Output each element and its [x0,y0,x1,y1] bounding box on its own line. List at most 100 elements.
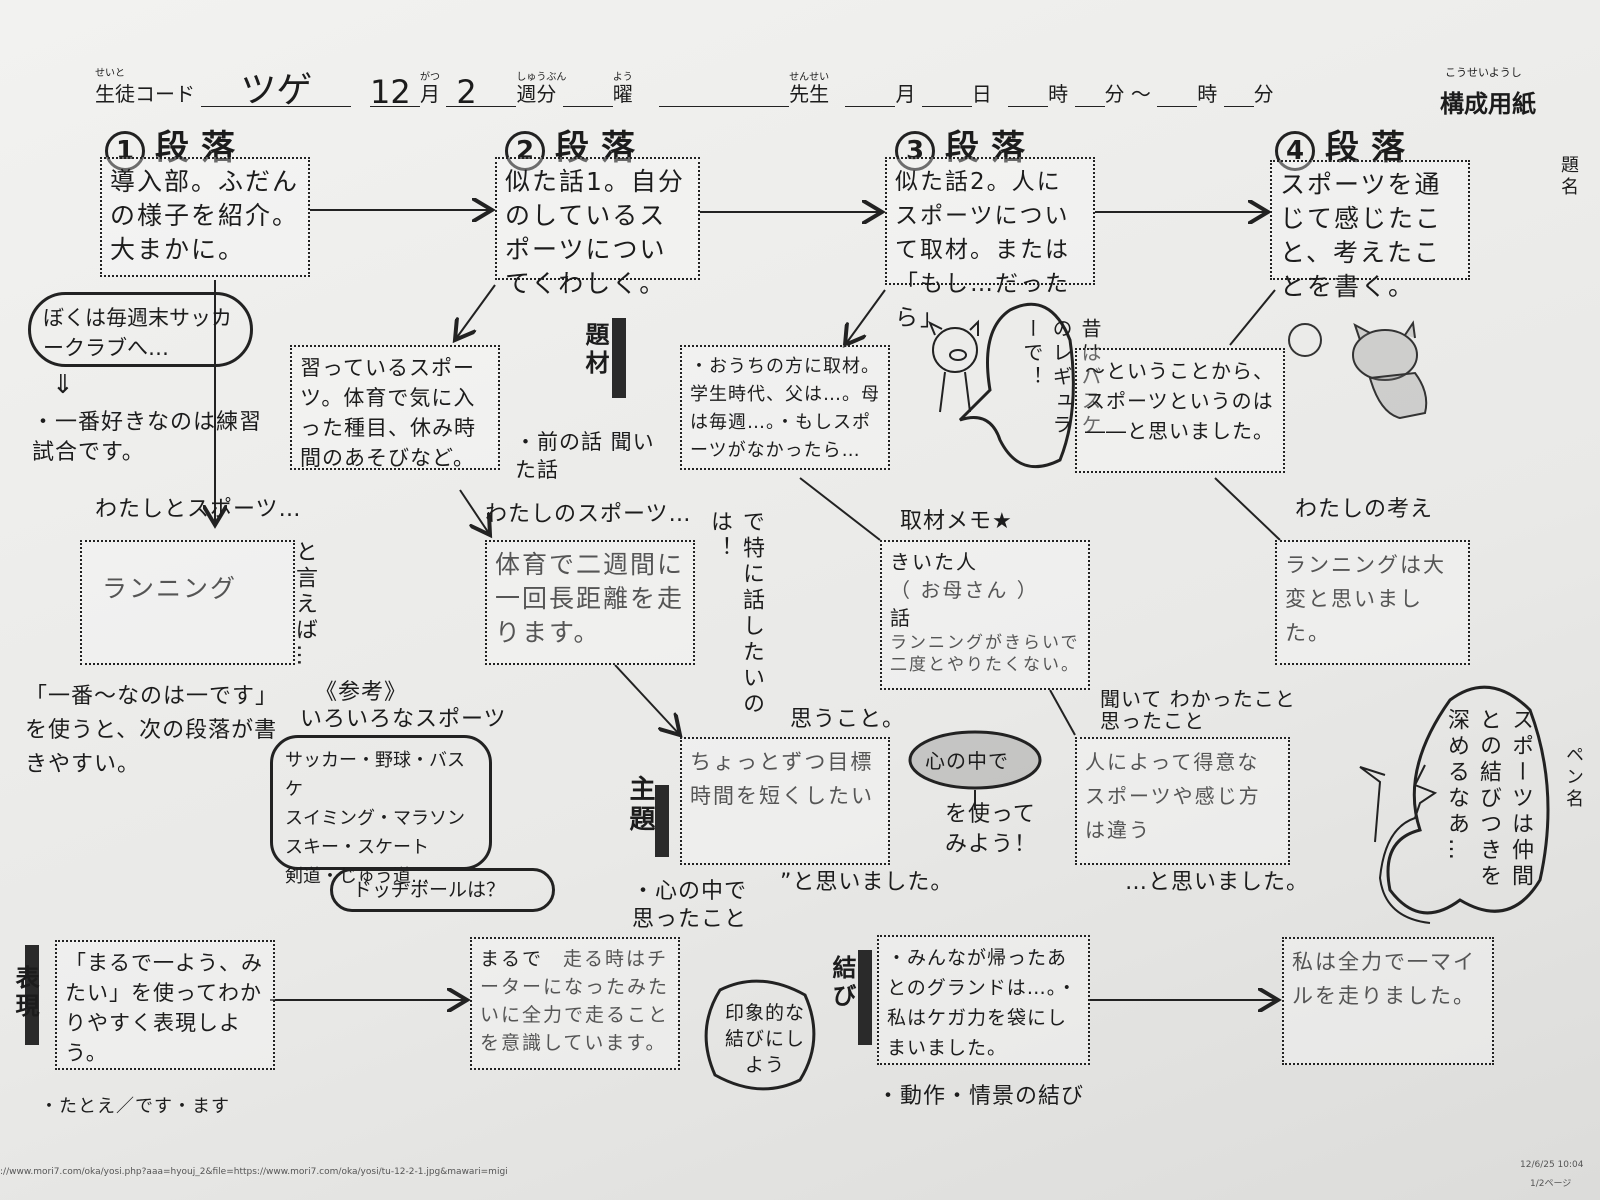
answer: 走る時はチーターになったみたいに全力で走ることを意識しています。 [480,948,670,1054]
example-note-2: ・前の話 聞いた話 [515,430,655,482]
paragraph-3-box: 似た話2。人にスポーツについて取材。または「もし…だったら」 [885,157,1095,331]
heard-answer-box[interactable]: 人によって得意なスポーツや感じ方は違う [1075,737,1290,865]
sheet-title-ruby: こうせいようし [1445,66,1522,79]
my-thought-label: わたしの考え [1295,497,1434,522]
omou-label: 思うこと。 [790,707,906,732]
theme-label: 主題 [625,775,655,835]
week-value[interactable]: 2 [446,76,517,108]
ending-answer-box[interactable]: 私は全力で一マイルを走りました。 [1282,937,1494,1065]
d-field[interactable] [921,81,972,107]
impress-text: 印象的な結びにしよう [724,1002,805,1076]
title-label: 題名 [1558,155,1579,199]
ending-label: 結び [828,955,856,1011]
footer-date: 12/6/25 10:04 [1520,1160,1584,1170]
heading-label: 段落 [945,128,1037,168]
reference-title: 《参考》 [315,680,408,705]
my-sport-label-2: わたしのスポーツ… [485,502,692,527]
paragraph-1-box: 導入部。ふだんの様子を紹介。大まかに。 [100,157,310,277]
talk-value: ランニングがきらいで二度とやりたくない。 [890,633,1080,675]
week-label: 週分 [516,82,557,106]
ending-box: ・みんなが帰ったあとのグランドは…。・私はケガ力を袋にしまいました。 [877,935,1090,1065]
heading-label: 段落 [155,128,247,168]
sport-item: サッカー・野球・バスケ [285,750,465,800]
label-marker [25,945,39,1045]
dog-bubble-text: スポーツは仲間との結びつきを深めるなあ… [1444,708,1533,890]
weekday-label: 曜 [612,82,633,106]
month-value[interactable]: 12 [370,76,420,108]
expression-label: 表現 [11,965,39,1021]
expression-note: ・たとえ／です・ます [40,1096,230,1117]
interview-memo-label: 取材メモ★ [900,509,1013,534]
circled-number: 4 [1275,131,1315,171]
h2-label: 時 [1197,82,1218,106]
label-marker [655,785,669,857]
teacher-label: 先生 [789,82,830,106]
ruby: しゅうぶん [516,72,567,83]
sport-item: スイミング・マラソン [285,808,465,829]
sheet-title: 構成用紙 [1440,90,1536,118]
expression-answer-box[interactable]: まるで走る時はチーターになったみたいに全力で走ることを意識しています。 [470,937,680,1070]
h2-field[interactable] [1157,81,1198,107]
omoimashita-text-2: …と思いました。 [1125,870,1310,895]
cat-drawing [1288,320,1428,420]
ruby: がつ [420,72,440,83]
heart-use-text: を使ってみよう！ [945,802,1038,857]
example-note: ・一番好きなのは練習試合です。 [32,410,263,465]
ruby: せんせい [789,72,830,83]
min2-field[interactable] [1223,81,1254,107]
down-arrow-icon: ⇓ [52,370,74,400]
min-field[interactable] [1074,81,1105,107]
student-name[interactable]: ツゲ [201,73,352,109]
m-label: 月 [895,82,916,106]
student-code-field: せいと 生徒コード ツゲ [95,68,352,109]
student-code-label: 生徒コード [95,82,195,106]
month-label: 月 [420,82,440,106]
dodgeball-cloud: ドッヂボールは？ [330,868,555,912]
answer-box-4[interactable]: ランニングは大変と思いました。 [1275,540,1470,665]
who-value: （ お母さん ） [890,578,1039,602]
dog-drawing [1359,764,1438,924]
reference-subtitle: いろいろなスポーツ [300,707,507,732]
pen-name-label: ペン名 [1563,745,1584,811]
hint-text: 「一番〜なのは一です」を使うと、次の段落が書きやすい。 [25,684,279,777]
ending-note: ・動作・情景の結び [877,1084,1085,1109]
my-sport-label: わたしとスポーツ… [95,497,302,522]
topic-label: 題材 [581,322,609,378]
side-note-2: で特に話したいのは！ [707,510,764,718]
ruby: せいと [95,68,125,79]
heard-label: 聞いて わかったこと 思ったこと [1100,687,1296,733]
side-note: と言えば… [292,540,317,670]
theme-answer-box[interactable]: ちょっとずつ目標時間を短くしたい [680,737,890,865]
footer-url: ://www.mori7.com/oka/yosi.php?aaa=hyouj_… [0,1167,508,1177]
answer-box-2[interactable]: 体育で二週間に一回長距離を走ります。 [485,540,695,665]
heart-oval [908,730,1042,790]
h-label: 時 [1048,82,1069,106]
teacher-field[interactable] [659,81,790,107]
weekday-field[interactable] [562,81,613,107]
pig-drawing [928,319,979,413]
heart-note: ・心の中で思ったこと [632,879,748,932]
d-label: 日 [971,82,992,106]
example-box-4: 〜ということから、スポーツというのは――と思いました。 [1075,348,1285,473]
min2-label: 分 [1253,82,1274,106]
heading-label: 段落 [555,128,647,168]
sports-list: サッカー・野球・バスケ スイミング・マラソン スキー・スケート 剣道・じゅう道… [270,735,492,887]
ruby: よう [612,72,633,83]
h-field[interactable] [1008,81,1049,107]
answer-box-1[interactable]: ランニング [80,540,295,665]
example-box-3: ・おうちの方に取材。学生時代、父は…。母は毎週…。・もしスポーツがなかったら… [680,345,890,470]
who-label: きいた人 [890,550,978,574]
answer-box-3[interactable]: きいた人 （ お母さん ） 話 ランニングがきらいで二度とやりたくない。 [880,540,1090,690]
label-marker [858,950,872,1045]
example-box-2: 習っているスポーツ。体育で気に入った種目、休み時間のあそびなど。 [290,345,500,470]
talk-label: 話 [890,606,912,630]
footer-page: 1/2ページ [1530,1179,1572,1189]
dog-speech-bubble [1386,685,1550,915]
sport-item: スキー・スケート [285,837,429,858]
m-field[interactable] [845,81,896,107]
